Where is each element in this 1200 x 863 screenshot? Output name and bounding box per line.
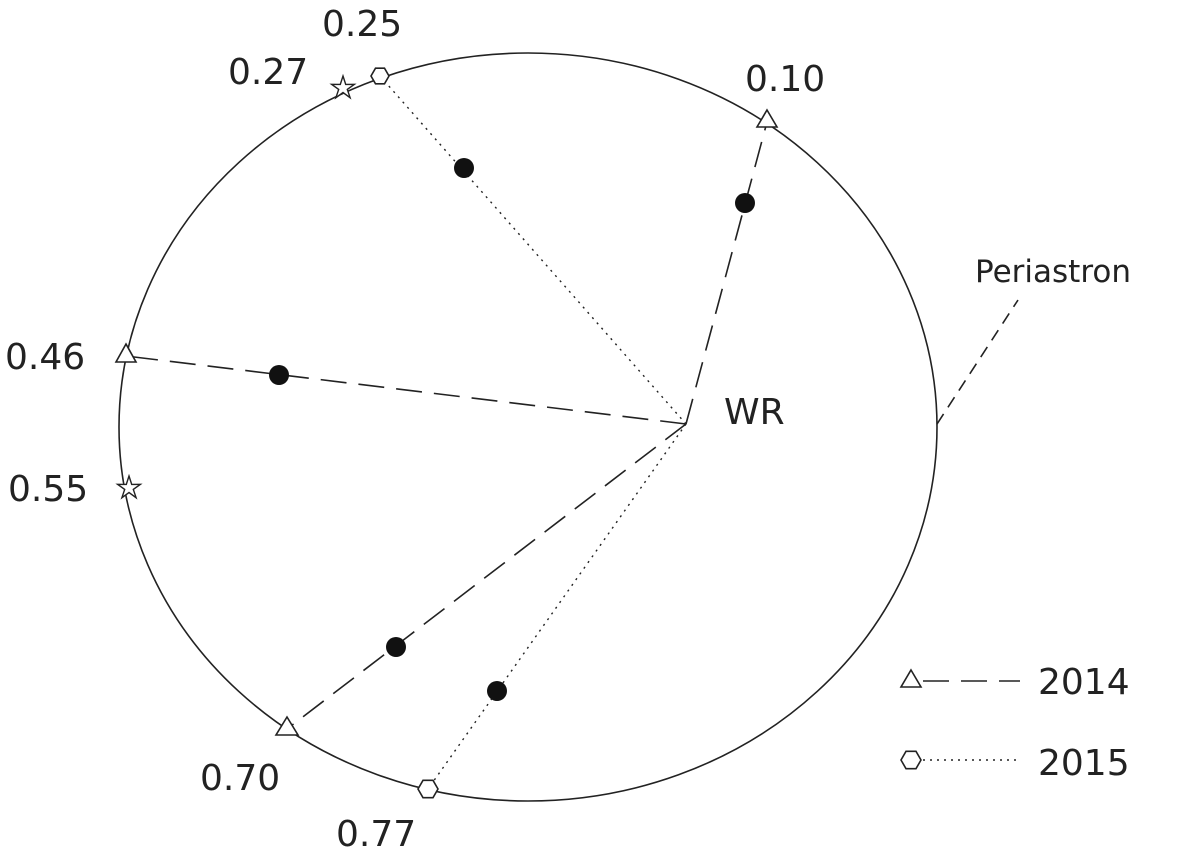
phase-labels: 0.10 0.25 0.27 0.46 0.55 0.70 0.77 — [5, 4, 825, 855]
hexagon-icon — [370, 67, 390, 85]
line-2015-phase-0-25 — [379, 75, 687, 425]
legend: 2014 2015 — [899, 662, 1130, 784]
radial-lines — [125, 75, 768, 790]
wr-label: WR — [724, 392, 785, 433]
triangle-icon — [755, 108, 779, 128]
phase-label-0-70: 0.70 — [200, 758, 280, 799]
hexagon-icon — [900, 750, 922, 770]
phase-label-0-27: 0.27 — [228, 52, 308, 93]
triangle-icon — [114, 342, 138, 363]
line-2014-phase-0-70 — [286, 423, 687, 730]
legend-label-2014: 2014 — [1038, 662, 1130, 703]
hexagon-icon — [417, 779, 439, 799]
triangle-icon — [899, 668, 923, 688]
filled-dot — [454, 158, 474, 178]
orbit-ellipse — [118, 52, 938, 802]
legend-item-2015: 2015 — [900, 743, 1130, 784]
periastron-line — [936, 299, 1019, 425]
phase-label-0-46: 0.46 — [5, 337, 85, 378]
orbit-markers — [114, 67, 779, 799]
star-icon — [115, 473, 143, 500]
phase-label-0-10: 0.10 — [745, 59, 825, 100]
line-2015-phase-0-77 — [427, 423, 687, 790]
legend-label-2015: 2015 — [1038, 743, 1130, 784]
legend-item-2014: 2014 — [899, 662, 1130, 703]
filled-dot — [386, 637, 406, 657]
filled-dot — [735, 193, 755, 213]
filled-dot — [269, 365, 289, 385]
phase-label-0-55: 0.55 — [8, 469, 88, 510]
filled-dot — [487, 681, 507, 701]
star-icon — [329, 73, 357, 100]
periastron-label: Periastron — [975, 254, 1131, 290]
companion-points — [269, 158, 755, 701]
line-2014-phase-0-10 — [685, 121, 768, 425]
phase-label-0-77: 0.77 — [336, 814, 416, 855]
phase-label-0-25: 0.25 — [322, 4, 402, 45]
line-2014-phase-0-46 — [125, 355, 687, 425]
triangle-icon — [274, 715, 300, 736]
